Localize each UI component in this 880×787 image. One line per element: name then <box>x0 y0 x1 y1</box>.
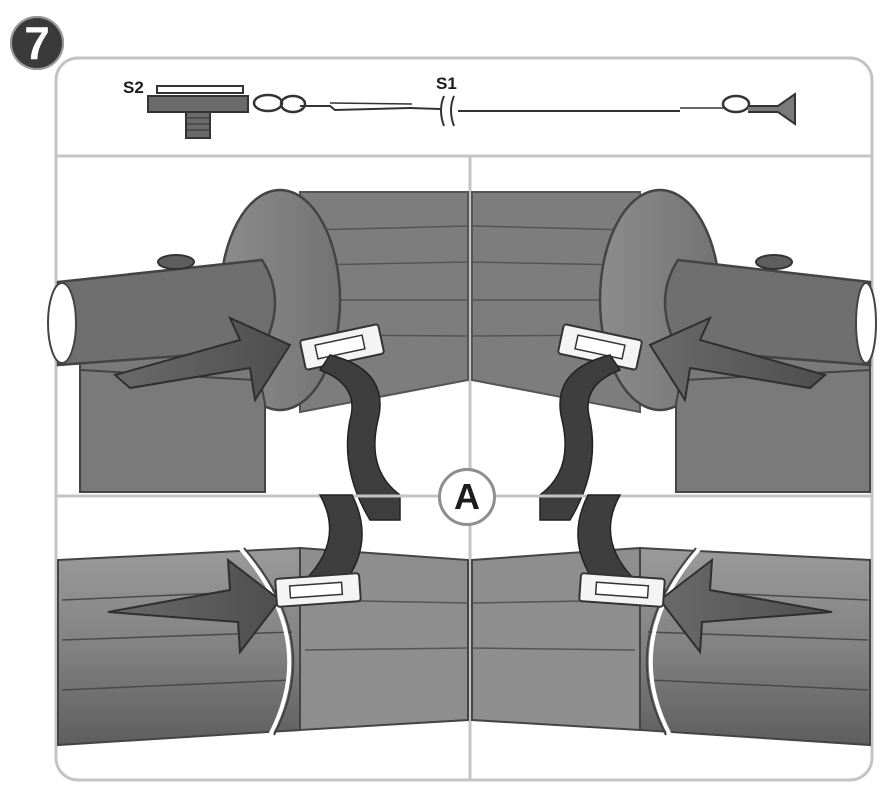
top-right-joint <box>471 188 877 493</box>
top-left-joint <box>47 188 469 493</box>
strap-left-upper <box>318 354 401 521</box>
part-s1-strap <box>252 92 796 127</box>
bottom-left-joint <box>57 494 469 747</box>
step-number: 7 <box>24 17 50 69</box>
detail-callout-label: A <box>454 476 480 517</box>
part-label-s1: S1 <box>436 74 457 93</box>
step-number-badge: 7 <box>10 16 64 70</box>
bottom-right-joint <box>471 494 871 747</box>
part-label-s2: S2 <box>123 78 144 97</box>
strap-right-upper <box>539 354 622 521</box>
detail-callout-a: A <box>438 468 496 526</box>
part-s2-bolt <box>147 85 249 139</box>
